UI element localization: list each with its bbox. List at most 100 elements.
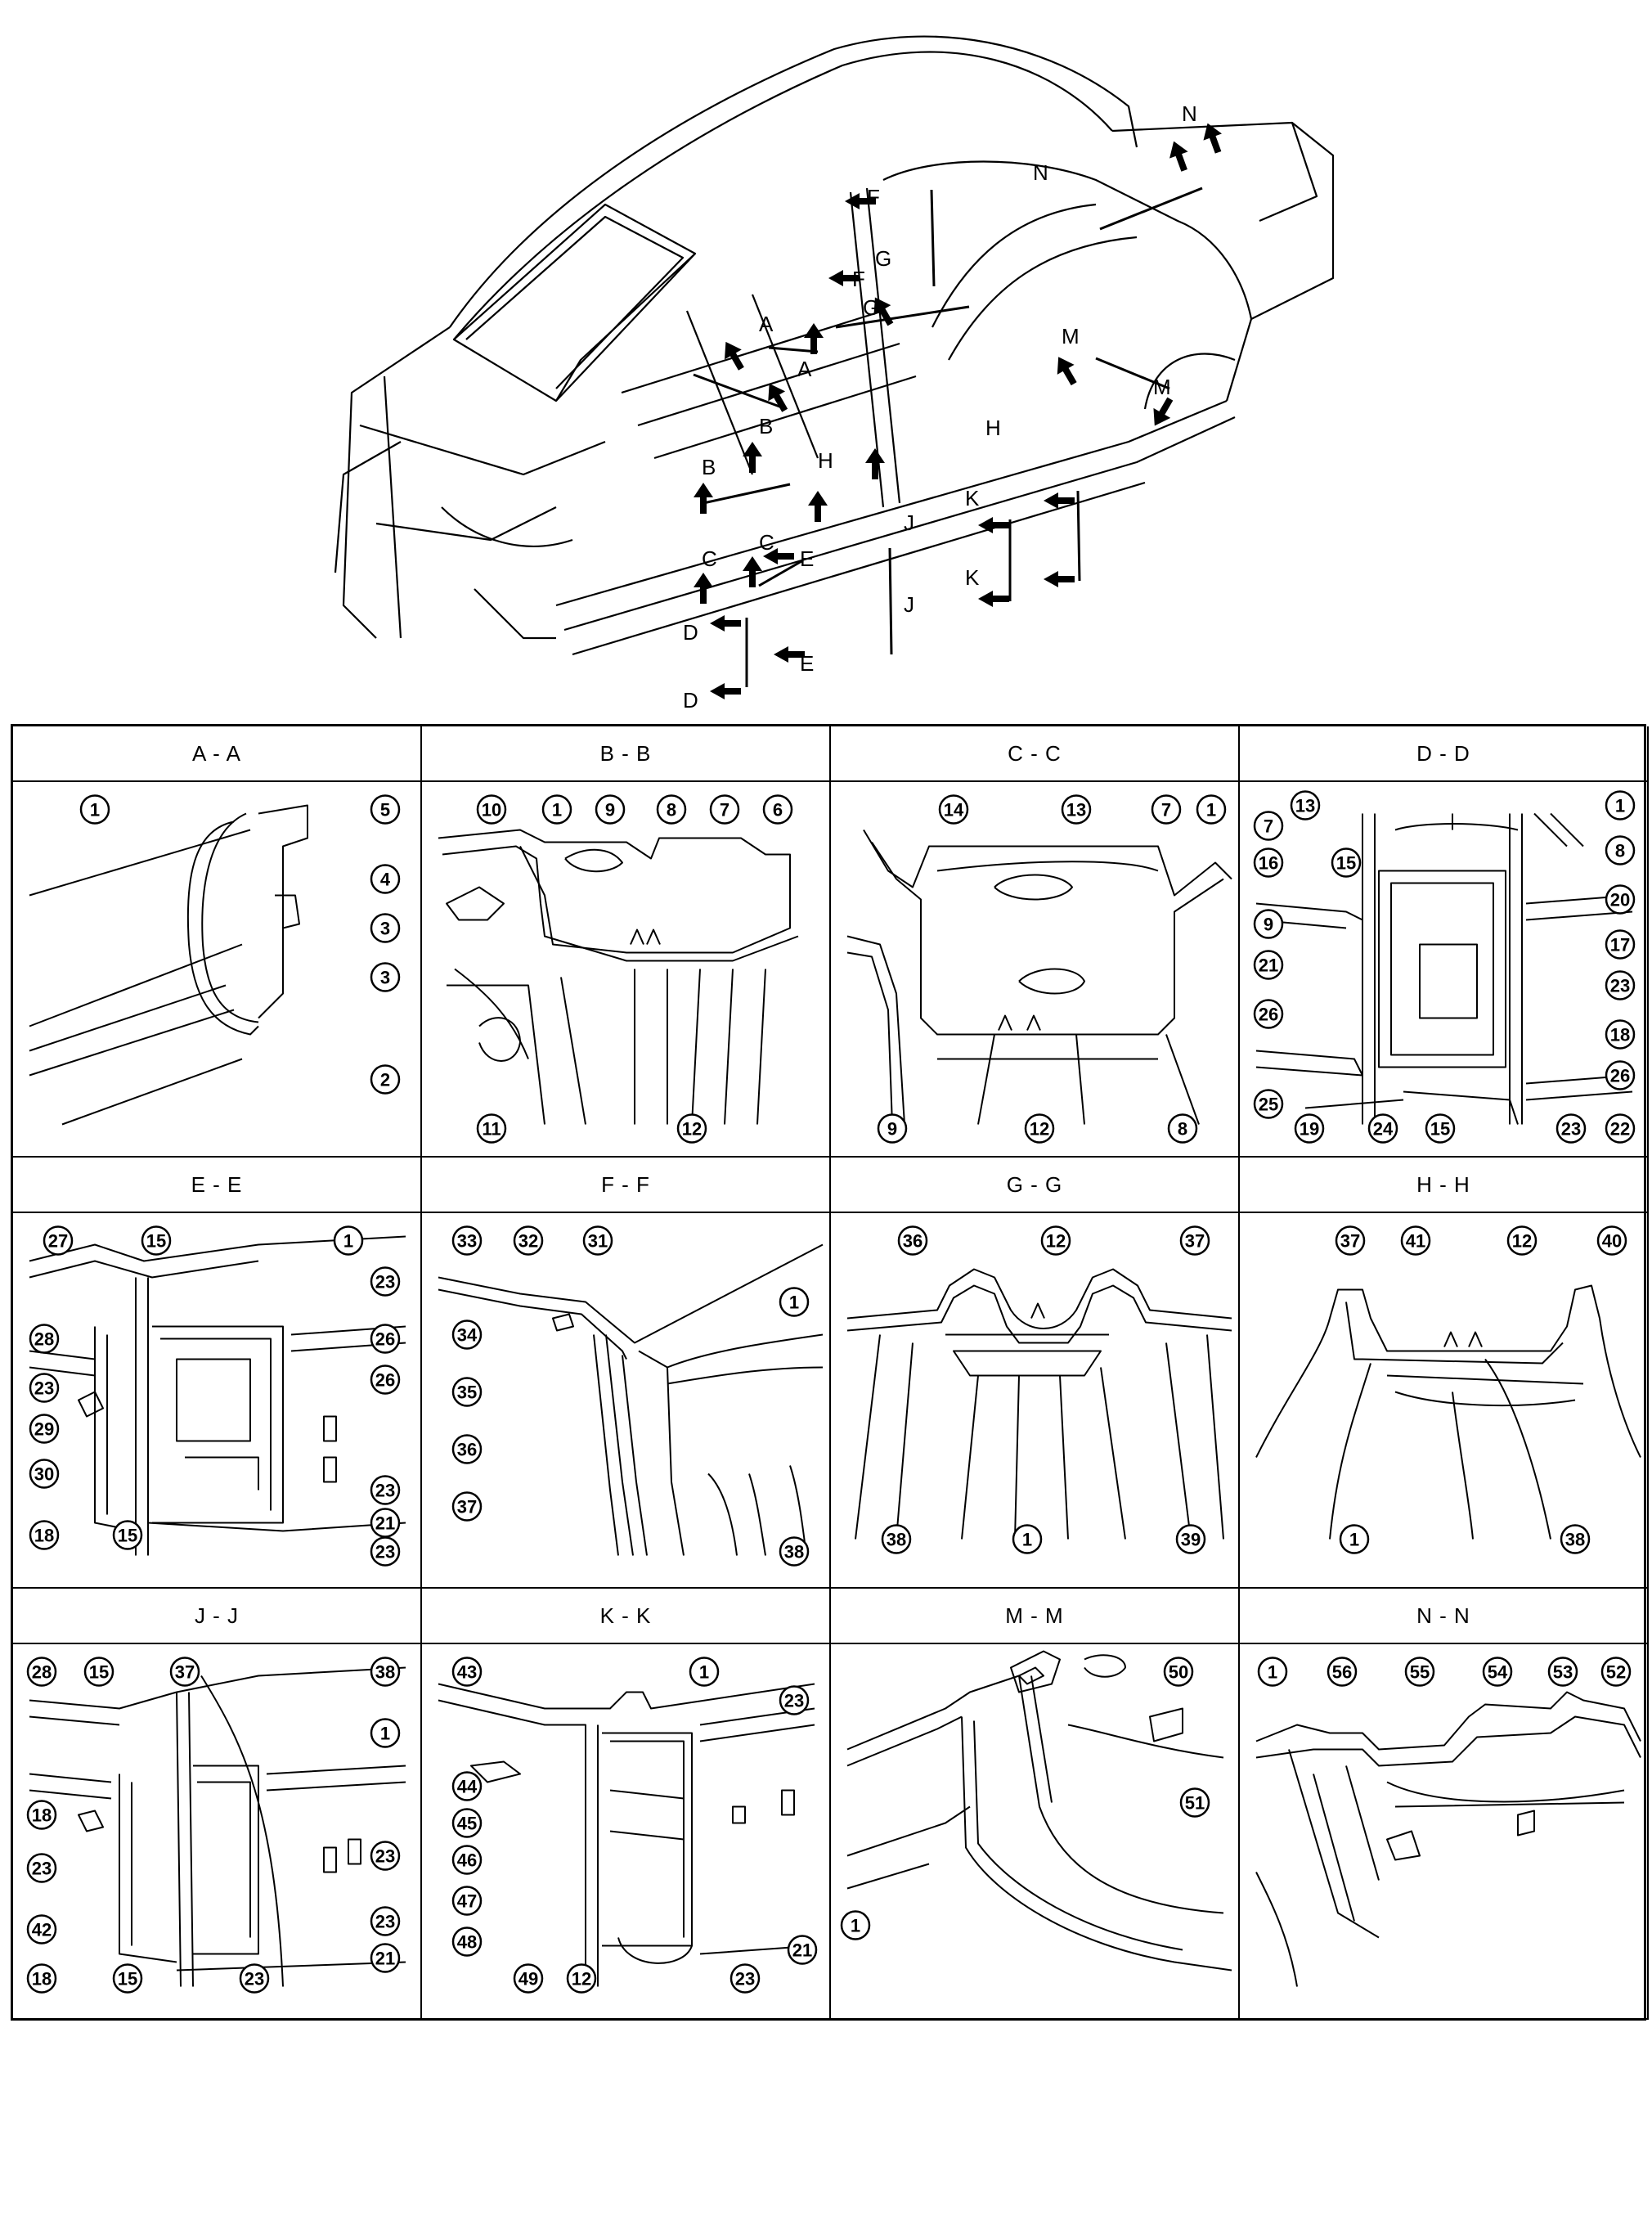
callout-circle	[1596, 1225, 1627, 1256]
callout-circle	[1012, 1524, 1043, 1554]
callout-label: 13	[1295, 796, 1315, 816]
callout-label: 43	[457, 1662, 477, 1683]
callout-circle	[1253, 1089, 1284, 1119]
callout-circle	[1331, 847, 1362, 878]
callout-circle	[1253, 847, 1284, 878]
callout-label: 21	[792, 1940, 812, 1961]
section-title: E - E	[13, 1158, 420, 1213]
callout-label: 26	[375, 1370, 395, 1391]
callout-label: 3	[380, 968, 390, 988]
callout-number: 53	[1547, 1657, 1578, 1687]
callout-label: 35	[457, 1383, 477, 1403]
callout-number: 18	[26, 1800, 57, 1830]
callout-number: 43	[451, 1657, 483, 1687]
callout-number: 21	[1253, 950, 1284, 980]
callout-number: 51	[1179, 1787, 1210, 1818]
marker-label: F	[867, 185, 880, 209]
callout-label: 23	[375, 1846, 395, 1867]
callout-circle	[840, 1910, 871, 1940]
callout-label: 40	[1602, 1231, 1622, 1252]
callout-label: 23	[1561, 1119, 1581, 1140]
callout-number: 20	[1605, 884, 1636, 915]
panel-line-art	[846, 1650, 1232, 1971]
callout-circle	[709, 794, 740, 825]
callout-circle	[1327, 1657, 1358, 1687]
callout-label: 15	[1430, 1119, 1450, 1140]
marker-label: G	[863, 295, 879, 320]
callout-label: 12	[572, 1969, 591, 1989]
callout-label: 9	[1264, 915, 1273, 935]
callout-number: 1	[370, 1718, 401, 1748]
callout-circle	[1600, 1657, 1632, 1687]
callout-number: 32	[513, 1225, 544, 1256]
callout-label: 1	[552, 800, 562, 821]
callout-number: 34	[451, 1320, 483, 1350]
callout-circle	[370, 864, 401, 894]
callout-circle	[1339, 1524, 1370, 1554]
marker-label: B	[759, 414, 773, 438]
callout-label: 15	[146, 1231, 166, 1252]
callout-number: 47	[451, 1886, 483, 1916]
callout-number: 44	[451, 1771, 483, 1801]
callout-number: 23	[370, 1841, 401, 1871]
callout-circle	[1290, 790, 1321, 821]
marker-label: N	[1033, 160, 1048, 185]
marker-label: M	[1153, 375, 1171, 399]
callout-label: 41	[1406, 1231, 1425, 1252]
callout-number: 26	[370, 1324, 401, 1354]
callout-circle	[451, 1886, 483, 1916]
callout-label: 19	[1300, 1119, 1319, 1140]
callout-circle	[1605, 884, 1636, 915]
callout-circle	[43, 1225, 74, 1256]
section-title: G - G	[831, 1158, 1238, 1213]
callout-circle	[1425, 1113, 1456, 1144]
callout-circle	[779, 1287, 810, 1317]
callout-circle	[1555, 1113, 1587, 1144]
callout-label: 47	[457, 1891, 477, 1912]
callout-number: 38	[370, 1657, 401, 1687]
callout-circle	[370, 794, 401, 825]
callout-circle	[1404, 1657, 1435, 1687]
callout-number: 13	[1061, 794, 1092, 825]
callout-circle	[1253, 999, 1284, 1029]
callout-label: 28	[32, 1662, 52, 1683]
callout-label: 39	[1181, 1530, 1201, 1550]
callout-number: 11	[476, 1113, 507, 1144]
callout-circle	[29, 1459, 60, 1489]
callout-number: 15	[83, 1657, 114, 1687]
section-cut-lines	[693, 187, 1203, 687]
callout-circle	[897, 1225, 928, 1256]
section-title: D - D	[1240, 726, 1647, 782]
callout-circle	[1605, 970, 1636, 1000]
marker-label: G	[875, 246, 891, 271]
callout-label: 29	[34, 1419, 54, 1440]
callout-label: 22	[1610, 1119, 1630, 1140]
callout-number: 36	[897, 1225, 928, 1256]
section-title: F - F	[422, 1158, 829, 1213]
callout-label: 7	[720, 800, 729, 821]
callout-number: 26	[370, 1365, 401, 1395]
callout-label: 23	[1610, 976, 1630, 996]
callout-circle	[141, 1225, 172, 1256]
callout-circle	[26, 1914, 57, 1945]
callout-number: 22	[1605, 1113, 1636, 1144]
marker-label: J	[904, 592, 914, 617]
callout-number: 52	[1600, 1657, 1632, 1687]
callout-label: 15	[89, 1662, 109, 1683]
callout-circle	[26, 1853, 57, 1883]
callout-label: 8	[667, 800, 676, 821]
callout-number: 12	[566, 1963, 597, 1994]
callout-number: 9	[595, 794, 626, 825]
callout-label: 12	[1512, 1231, 1532, 1252]
body-outline	[334, 35, 1335, 656]
callout-label: 30	[34, 1464, 54, 1485]
callout-number: 37	[169, 1657, 200, 1687]
callout-label: 12	[1030, 1119, 1049, 1140]
